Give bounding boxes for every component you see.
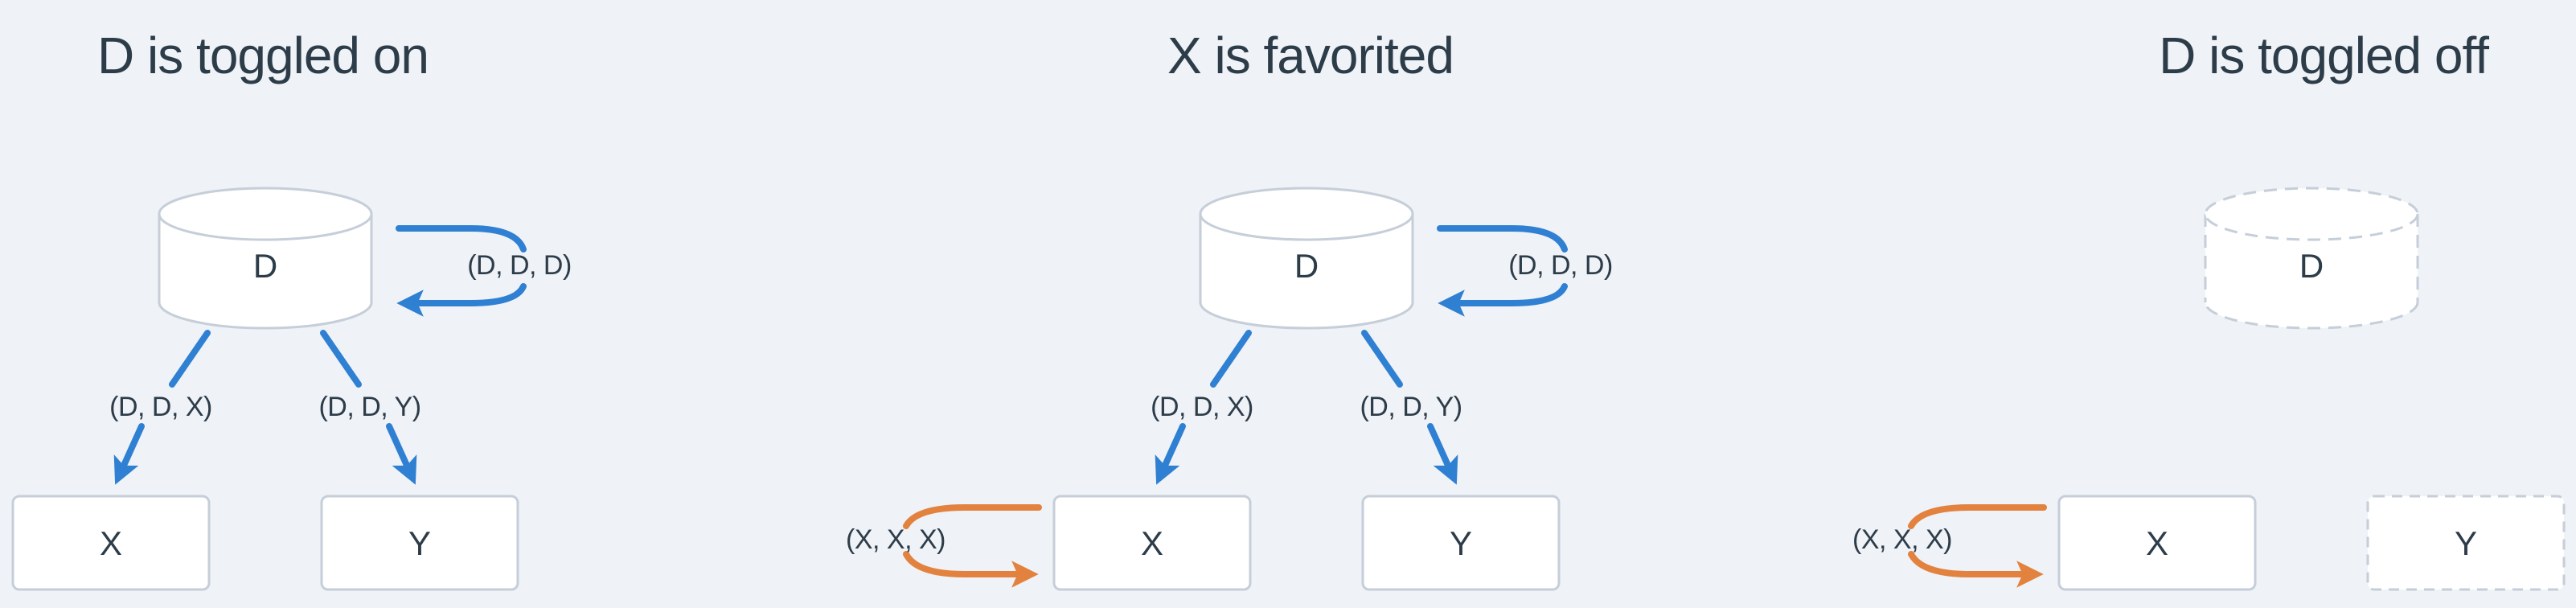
self-loop-d-upper xyxy=(396,225,527,253)
node-box-x: X xyxy=(1052,495,1252,591)
database-label: D xyxy=(1294,247,1319,285)
self-loop-x-arrow: (X, X, X) xyxy=(1852,504,2047,588)
panel-d-toggled-on: D is toggled on D (D, D, D) (D, D, X) (D… xyxy=(11,27,572,591)
edge-d-to-x-upper xyxy=(169,330,211,388)
self-loop-d-label: (D, D, D) xyxy=(1508,250,1613,281)
box-y-label: Y xyxy=(408,524,431,562)
database-cylinder-d-disabled: D xyxy=(2204,187,2419,330)
edge-d-to-x: (D, D, X) xyxy=(109,330,212,485)
self-loop-d-arrow: (D, D, D) xyxy=(396,225,572,317)
node-box-y-disabled: Y xyxy=(2366,495,2566,591)
node-box-x: X xyxy=(2057,495,2257,591)
edge-d-to-y-label: (D, D, Y) xyxy=(1360,392,1462,422)
edge-d-to-x-label: (D, D, X) xyxy=(109,392,212,422)
cylinder-top xyxy=(2204,187,2419,241)
edge-d-to-x-lower xyxy=(1155,423,1186,485)
box-x-rect xyxy=(1052,495,1252,591)
self-loop-d-upper xyxy=(1437,225,1568,253)
edge-d-to-y: (D, D, Y) xyxy=(318,330,421,485)
node-box-y: Y xyxy=(320,495,519,591)
cylinder-sides xyxy=(1199,214,1414,302)
box-x-rect xyxy=(2057,495,2257,591)
box-y-rect xyxy=(320,495,519,591)
database-label: D xyxy=(2299,247,2324,285)
box-x-label: X xyxy=(1141,524,1163,562)
panel-x-favorited: X is favorited D (D, D, D) (D, D, X) (D,… xyxy=(846,27,1613,591)
self-loop-x-upper xyxy=(903,504,1042,529)
box-y-rect xyxy=(2366,495,2566,591)
panel-d-toggled-off: D is toggled off D (X, X, X) X Y xyxy=(1852,27,2566,591)
cylinder-top xyxy=(1199,187,1414,241)
self-loop-x-upper xyxy=(1908,504,2047,529)
box-x-label: X xyxy=(100,524,122,562)
box-x-label: X xyxy=(2146,524,2168,562)
edge-d-to-x-upper xyxy=(1210,330,1252,388)
self-loop-x-lower xyxy=(903,551,1039,588)
edge-d-to-y-lower xyxy=(1427,423,1458,485)
cylinder-top xyxy=(158,187,373,241)
cylinder-sides xyxy=(2204,214,2419,302)
panel-title: D is toggled on xyxy=(97,27,429,84)
box-x-rect xyxy=(11,495,211,591)
self-loop-x-label: (X, X, X) xyxy=(846,524,945,555)
edge-d-to-y-lower xyxy=(386,423,417,485)
panel-title: D is toggled off xyxy=(2159,27,2489,84)
self-loop-x-arrow: (X, X, X) xyxy=(846,504,1042,588)
node-box-y: Y xyxy=(1361,495,1561,591)
self-loop-d-label: (D, D, D) xyxy=(467,250,572,281)
edge-d-to-x: (D, D, X) xyxy=(1151,330,1253,485)
edge-d-to-x-label: (D, D, X) xyxy=(1151,392,1253,422)
box-y-label: Y xyxy=(1450,524,1472,562)
edge-d-to-y-upper xyxy=(320,330,362,388)
self-loop-d-lower xyxy=(1438,283,1568,317)
box-y-label: Y xyxy=(2455,524,2477,562)
edge-d-to-y-label: (D, D, Y) xyxy=(318,392,420,422)
database-cylinder-d: D xyxy=(158,187,373,330)
edge-d-to-y-upper xyxy=(1361,330,1403,388)
database-label: D xyxy=(253,247,277,285)
self-loop-x-label: (X, X, X) xyxy=(1852,524,1952,555)
edge-d-to-y: (D, D, Y) xyxy=(1360,330,1462,485)
box-y-rect xyxy=(1361,495,1561,591)
node-box-x: X xyxy=(11,495,211,591)
self-loop-d-lower xyxy=(396,283,527,317)
self-loop-x-lower xyxy=(1908,551,2044,588)
panel-title: X is favorited xyxy=(1167,27,1454,84)
cylinder-sides xyxy=(158,214,373,302)
database-cylinder-d: D xyxy=(1199,187,1414,330)
self-loop-d-arrow: (D, D, D) xyxy=(1437,225,1613,317)
edge-d-to-x-lower xyxy=(113,423,145,485)
